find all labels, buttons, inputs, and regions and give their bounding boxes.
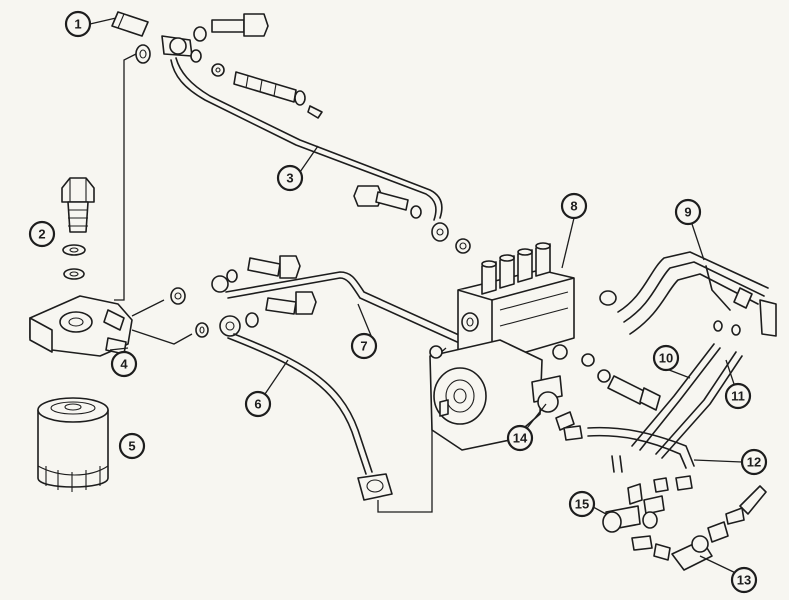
pipe-washers-left <box>170 269 259 338</box>
callout-14-label: 14 <box>513 431 528 446</box>
callout-6-label: 6 <box>254 397 261 412</box>
callout-leaders <box>89 17 743 577</box>
callout-10-label: 10 <box>659 351 673 366</box>
part-4-filter-head <box>29 295 133 357</box>
part-14-inlet-fitting <box>531 375 583 441</box>
callout-1: 1 <box>64 10 92 38</box>
part-6-lower-pipe <box>227 333 447 513</box>
pump-side-bolts <box>552 344 661 411</box>
pump-outlets <box>481 242 551 295</box>
part-5-fuel-filter <box>37 397 109 492</box>
callout-14: 14 <box>506 424 534 452</box>
pipe-bolts-middle <box>247 255 317 315</box>
callout-11: 11 <box>724 382 752 410</box>
callout-10: 10 <box>652 344 680 372</box>
callout-2-label: 2 <box>38 227 45 242</box>
callout-4-label: 4 <box>120 357 128 372</box>
callout-4: 4 <box>110 350 138 378</box>
callout-13-label: 13 <box>737 573 751 588</box>
part-12-cross-hose <box>587 426 695 473</box>
callout-8-label: 8 <box>570 199 577 214</box>
part-13-inline-tap <box>671 485 767 571</box>
part-3-return-pipe <box>170 57 449 242</box>
callout-8: 8 <box>560 192 588 220</box>
part-1-hose-end <box>111 11 151 64</box>
part-2-banjo-bolt <box>61 177 95 280</box>
pipe-bolt-upper <box>353 185 471 254</box>
callout-2: 2 <box>28 220 56 248</box>
callout-13: 13 <box>730 566 758 594</box>
callout-9-label: 9 <box>684 205 691 220</box>
part-8-injection-pump <box>429 242 575 451</box>
callout-7-label: 7 <box>360 339 367 354</box>
callout-3-label: 3 <box>286 171 293 186</box>
callout-1-label: 1 <box>74 17 81 32</box>
callout-15: 15 <box>568 490 596 518</box>
callout-9: 9 <box>674 198 702 226</box>
callout-15-label: 15 <box>575 497 589 512</box>
part-9-leakoff-rail <box>599 251 777 337</box>
part-7-feed-pipe <box>225 271 527 365</box>
callout-5-label: 5 <box>128 439 135 454</box>
callout-5: 5 <box>118 432 146 460</box>
filter-head-leaders <box>114 53 193 345</box>
part-15-tee-piece <box>602 475 693 561</box>
callout-12-label: 12 <box>747 455 761 470</box>
top-banjo-fitting <box>161 13 323 119</box>
callout-7: 7 <box>350 332 378 360</box>
callout-12: 12 <box>740 448 768 476</box>
callout-3: 3 <box>276 164 304 192</box>
parts-10-11-hoses <box>631 343 743 459</box>
callout-6: 6 <box>244 390 272 418</box>
callout-11-label: 11 <box>731 389 745 404</box>
